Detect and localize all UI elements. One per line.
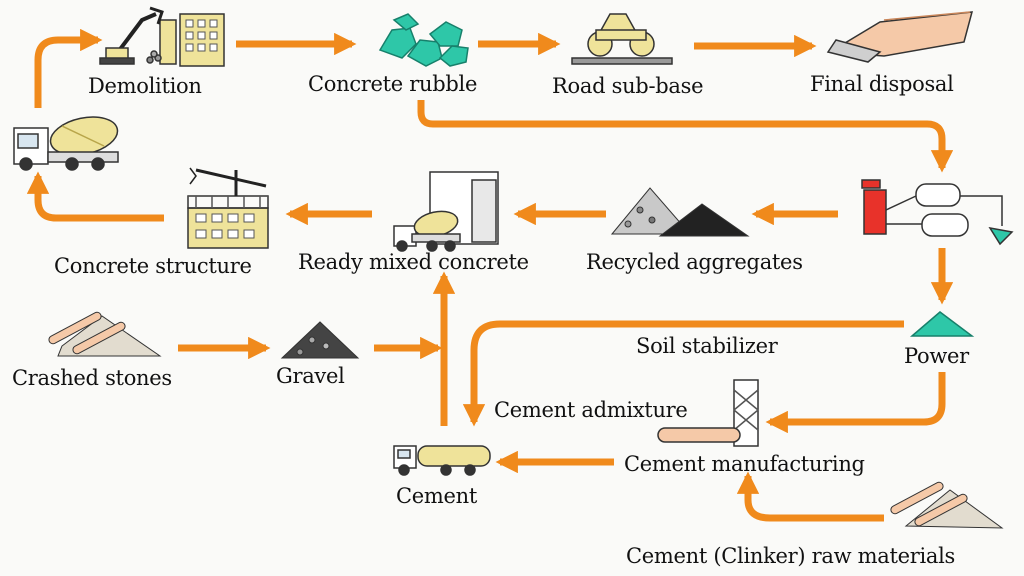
label-crashed-stones: Crashed stones: [12, 366, 172, 390]
label-soil-stabilizer: Soil stabilizer: [636, 334, 778, 358]
mixer-truck-icon: [13, 116, 119, 171]
arrow-truck-to-demolition: [34, 28, 103, 108]
label-cement: Cement: [396, 484, 478, 508]
gravel-pile-icon: [280, 321, 360, 359]
arrow-raw-to-kiln: [736, 471, 884, 522]
raw-materials-pile-icon: [890, 481, 1004, 529]
batching-plant-mixer-icon: [393, 171, 499, 252]
flow-arrows: [26, 28, 954, 522]
label-concrete-structure: Concrete structure: [54, 254, 252, 278]
label-final-disposal: Final disposal: [810, 72, 954, 96]
label-cement-admixture: Cement admixture: [494, 398, 688, 422]
label-clinker-raw-materials: Cement (Clinker) raw materials: [626, 544, 956, 568]
label-recycled-aggregates: Recycled aggregates: [586, 250, 803, 274]
stone-pile-icon: [48, 311, 162, 357]
label-demolition: Demolition: [88, 74, 202, 98]
label-concrete-rubble: Concrete rubble: [308, 72, 478, 96]
power-pile-icon: [909, 311, 975, 337]
arrow-power-to-kiln: [765, 372, 946, 434]
disposal-dump-truck-icon: [826, 11, 974, 63]
label-power: Power: [904, 344, 969, 368]
arrow-power-to-cement: [462, 320, 904, 427]
cement-truck-icon: [393, 445, 491, 476]
label-road-sub-base: Road sub-base: [552, 74, 704, 98]
cement-kiln-icon: [657, 379, 759, 447]
tower-crane-building-icon: [187, 167, 269, 249]
label-ready-mixed-concrete: Ready mixed concrete: [298, 250, 529, 274]
label-gravel: Gravel: [276, 364, 345, 388]
road-roller-icon: [571, 13, 673, 65]
arrow-structure-to-truck: [26, 171, 164, 222]
arrow-rubble-to-recycling-plant: [417, 100, 954, 173]
label-cement-manufacturing: Cement manufacturing: [624, 452, 865, 476]
recycling-plant-icon: [861, 179, 1014, 246]
concrete-rubble-icon: [378, 13, 469, 67]
demolition-excavator-icon: [99, 6, 225, 67]
aggregate-piles-icon: [610, 187, 750, 237]
